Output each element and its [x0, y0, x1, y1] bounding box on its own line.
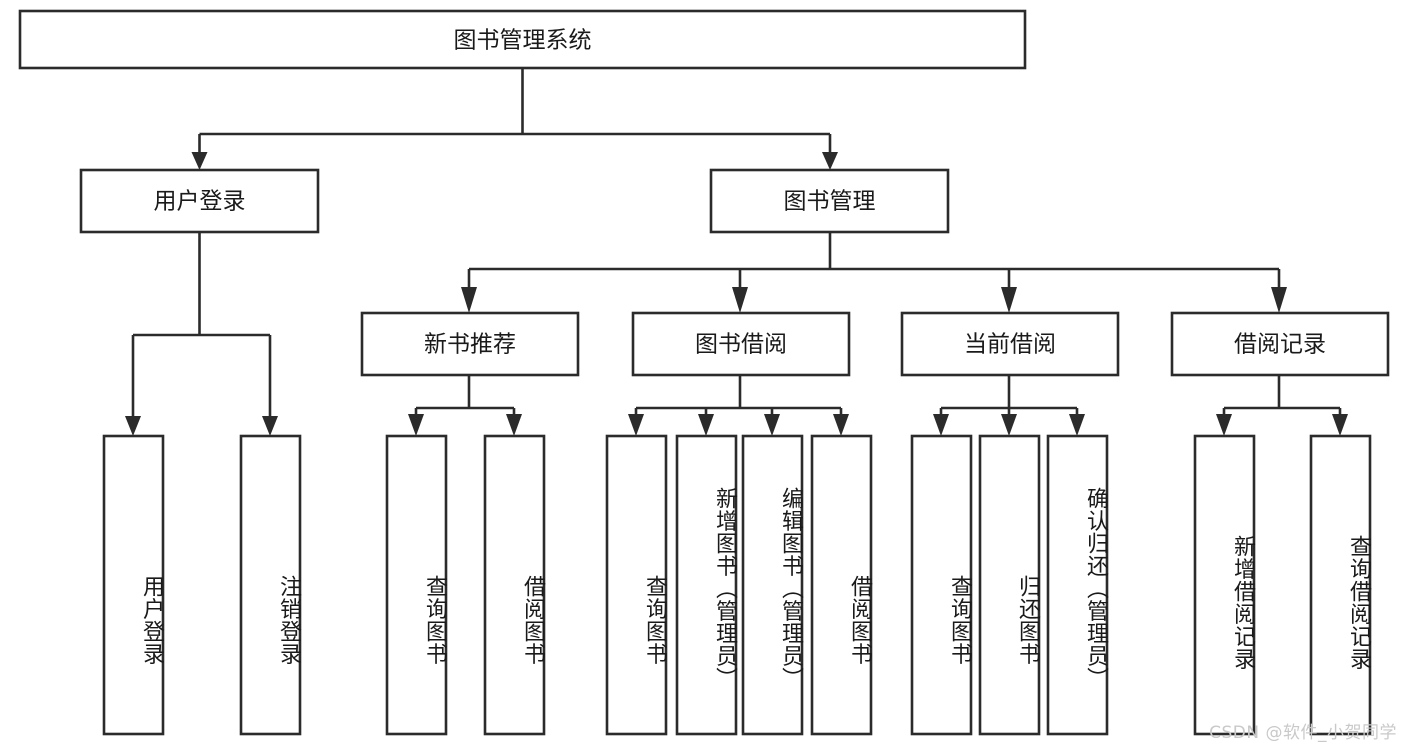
node-book-manage-box[interactable]	[709, 168, 950, 234]
node-user-login[interactable]: 用户登录	[79, 168, 320, 234]
leaf-box-borrow-book-1[interactable]	[483, 434, 546, 736]
arrow-head-leaf-borrow-book-2	[833, 414, 849, 436]
arrow-head-borrow-record	[1271, 287, 1287, 313]
leaf-box-return-book[interactable]	[978, 434, 1041, 736]
node-borrow-record-label: 借阅记录	[1234, 332, 1326, 358]
leaf-box-query-book-2[interactable]	[605, 434, 668, 736]
arrow-head-leaf-user-login	[125, 416, 141, 436]
node-current-borrow-label: 当前借阅	[964, 332, 1056, 358]
leaf-box-group-new-book-recommend	[385, 434, 546, 736]
leaf-box-group-current-borrow	[910, 434, 1109, 736]
node-user-login-label: 用户登录	[154, 189, 246, 215]
node-root[interactable]: 图书管理系统	[18, 9, 1027, 70]
arrow-head-leaf-query-book-1	[408, 414, 424, 436]
leaf-box-user-login[interactable]	[102, 434, 165, 736]
node-book-manage[interactable]: 图书管理	[709, 168, 950, 234]
arrow-head-leaf-query-record	[1332, 414, 1348, 436]
arrow-head-leaf-query-book-2	[628, 414, 644, 436]
arrow-head-current-borrow	[1001, 287, 1017, 313]
node-book-borrow-label: 图书借阅	[695, 332, 787, 358]
node-root-label: 图书管理系统	[454, 28, 592, 54]
node-new-book-recommend-box[interactable]	[360, 311, 580, 377]
node-new-book-recommend[interactable]: 新书推荐	[360, 311, 580, 377]
node-book-borrow[interactable]: 图书借阅	[631, 311, 851, 377]
arrow-head-user-login	[191, 152, 208, 170]
arrow-head-leaf-edit-book	[764, 414, 780, 436]
leaf-box-query-book-3[interactable]	[910, 434, 973, 736]
node-current-borrow[interactable]: 当前借阅	[900, 311, 1120, 377]
node-book-manage-label: 图书管理	[784, 189, 876, 215]
connector-group-current-borrow	[933, 375, 1085, 436]
connector-group-book-borrow	[628, 375, 849, 436]
leaf-box-confirm-return[interactable]	[1046, 434, 1109, 736]
connector-group-user-login	[125, 232, 278, 436]
arrow-head-book-manage	[822, 152, 838, 170]
connector-group-book-manage	[461, 232, 1287, 313]
node-borrow-record[interactable]: 借阅记录	[1170, 311, 1390, 377]
node-book-borrow-box[interactable]	[631, 311, 851, 377]
leaf-box-add-book[interactable]	[675, 434, 738, 736]
arrow-head-leaf-add-record	[1216, 414, 1232, 436]
csdn-watermark: CSDN @软件_小贺同学	[1209, 723, 1397, 743]
leaf-box-user-logout[interactable]	[239, 434, 302, 736]
connector-group-new-book-recommend	[408, 375, 522, 436]
leaf-box-group-borrow-record	[1193, 434, 1372, 736]
connector-group-borrow-record	[1216, 375, 1348, 436]
leaf-box-add-record[interactable]	[1193, 434, 1256, 736]
leaf-box-borrow-book-2[interactable]	[810, 434, 873, 736]
leaf-box-group-book-borrow	[605, 434, 873, 736]
leaf-box-edit-book[interactable]	[741, 434, 804, 736]
node-user-login-box[interactable]	[79, 168, 320, 234]
arrow-head-leaf-borrow-book-1	[506, 414, 522, 436]
leaf-box-query-record[interactable]	[1309, 434, 1372, 736]
node-current-borrow-box[interactable]	[900, 311, 1120, 377]
arrow-head-book-borrow	[732, 287, 748, 313]
node-new-book-recommend-label: 新书推荐	[424, 332, 516, 358]
node-root-box[interactable]	[18, 9, 1027, 70]
arrow-head-leaf-add-book	[698, 414, 714, 436]
leaf-box-query-book-1[interactable]	[385, 434, 448, 736]
arrow-head-leaf-query-book-3	[933, 414, 949, 436]
arrow-head-leaf-confirm-return	[1069, 414, 1085, 436]
node-borrow-record-box[interactable]	[1170, 311, 1390, 377]
arrow-head-leaf-user-logout	[262, 416, 278, 436]
arrow-head-leaf-return-book	[1001, 414, 1017, 436]
arrow-head-new-book-recommend	[461, 287, 477, 313]
leaf-box-group-user-login	[102, 434, 302, 736]
connector-group-root	[191, 68, 838, 170]
